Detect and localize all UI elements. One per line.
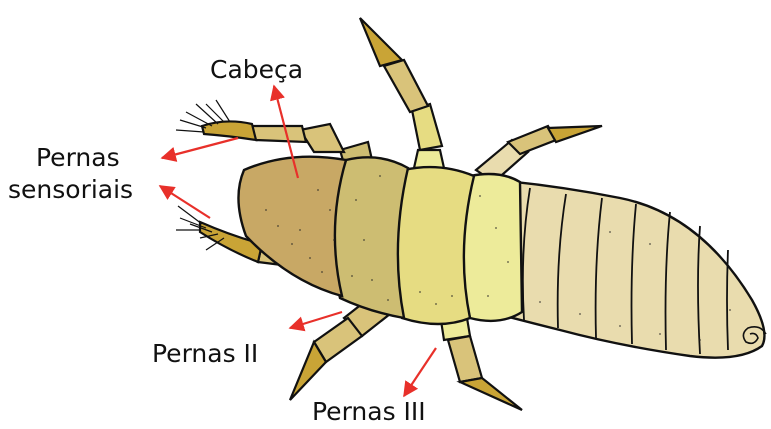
label-sensory-legs-line2: sensoriais <box>8 175 133 204</box>
leg-segment <box>414 150 444 168</box>
leg-tip <box>548 126 602 142</box>
leg-segment <box>448 336 482 382</box>
leg-segment <box>250 126 306 142</box>
arrow-sensory-lower <box>160 186 210 218</box>
abdomen <box>490 180 764 358</box>
label-legs-iii: Pernas III <box>312 397 426 426</box>
hind-leg-lower <box>440 312 522 410</box>
thorax-segment-2 <box>393 167 474 324</box>
label-head: Cabeça <box>210 55 303 84</box>
label-legs-ii: Pernas II <box>152 339 258 368</box>
label-sensory-legs-line1: Pernas <box>36 143 120 172</box>
leg-segment <box>300 124 344 152</box>
leg-tip <box>202 121 256 140</box>
arrow-legs-ii <box>290 312 342 328</box>
head <box>238 157 346 296</box>
leg-tip <box>460 378 522 410</box>
leg-tip <box>360 18 402 66</box>
arrow-legs-iii <box>404 348 436 396</box>
mid-leg-upper <box>360 18 444 168</box>
insect-body <box>238 157 766 358</box>
leg-segment <box>384 60 428 112</box>
arrow-sensory-upper <box>162 138 238 158</box>
thorax-segment-1 <box>332 157 408 318</box>
